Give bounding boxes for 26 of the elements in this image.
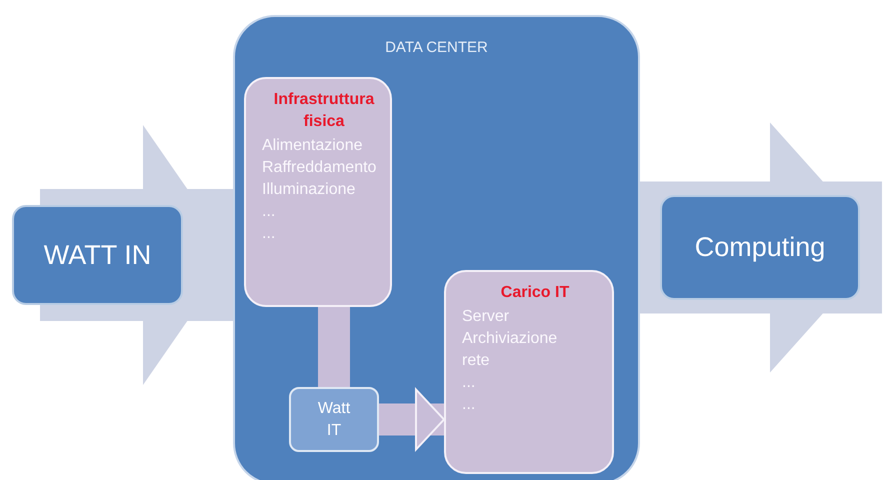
- connector-bar: [318, 307, 350, 387]
- list-item: Server: [462, 307, 510, 327]
- box-label: Computing: [694, 232, 826, 263]
- list-item: ...: [462, 373, 476, 393]
- list-item: ...: [462, 395, 476, 415]
- container-title: DATA CENTER: [384, 39, 489, 56]
- list-item: ...: [262, 202, 276, 222]
- block-arrow: [40, 125, 233, 385]
- list-item: ...: [262, 224, 276, 244]
- list-item: rete: [462, 351, 490, 371]
- list-item: Raffreddamento: [262, 158, 376, 178]
- box-label: WATT IN: [44, 240, 152, 270]
- list-item: Alimentazione: [262, 136, 362, 156]
- content-box: [444, 270, 614, 474]
- process-box: [12, 205, 183, 305]
- block-arrow: [379, 388, 445, 450]
- list-item: Illuminazione: [262, 180, 356, 200]
- box-label: Watt IT: [316, 398, 352, 440]
- process-box: [289, 387, 379, 452]
- content-box: [244, 77, 392, 307]
- process-box: [660, 195, 860, 300]
- list-item: Archiviazione: [462, 329, 558, 349]
- box-heading: Carico IT: [500, 283, 570, 303]
- group-container: [233, 15, 640, 480]
- box-heading: Infrastruttura fisica: [272, 90, 376, 132]
- block-arrow: [640, 122, 882, 372]
